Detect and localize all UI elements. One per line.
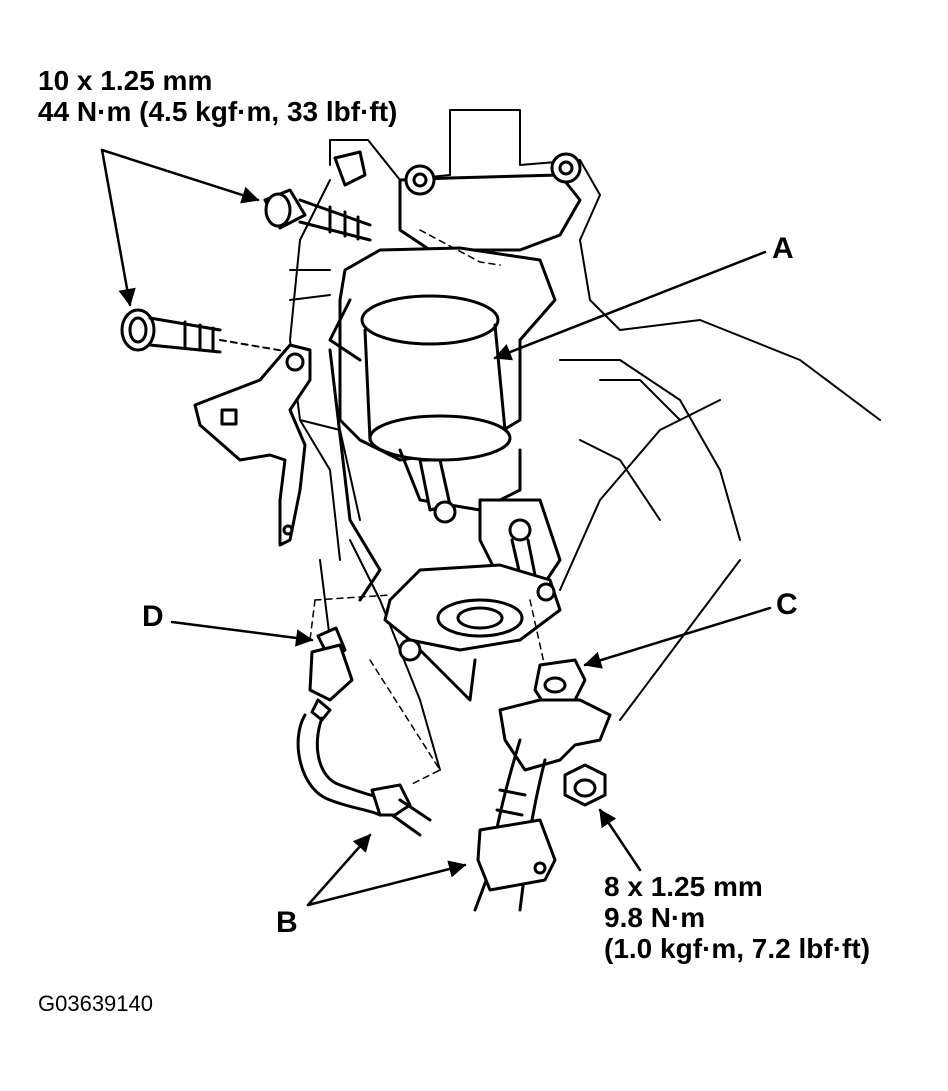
wire-harness (296, 626, 432, 837)
figure-id: G03639140 (38, 991, 153, 1016)
leader-d (170, 620, 314, 647)
upper-bolt-size: 10 x 1.25 mm (38, 65, 213, 96)
leader-nut (598, 808, 642, 872)
leader-b-cable (306, 860, 467, 907)
terminal-nut-size: 8 x 1.25 mm (604, 871, 763, 902)
terminal-nut (563, 763, 607, 807)
leader-c (583, 606, 772, 669)
callout-a: A (772, 232, 794, 265)
callout-c: C (776, 588, 798, 621)
callout-d: D (142, 600, 164, 633)
harness-bracket (193, 343, 312, 547)
upper-bolt-torque: 44 N·m (4.5 kgf·m, 33 lbf·ft) (38, 95, 398, 127)
terminal-nut-torque: 9.8 N·m (604, 901, 706, 933)
leader-lower-bolt (100, 148, 136, 307)
drive-end-housing (383, 563, 562, 702)
starter-motor-body (328, 246, 557, 602)
terminal-nut-torque-alt: (1.0 kgf·m, 7.2 lbf·ft) (604, 932, 871, 964)
leader-lines (100, 148, 772, 907)
upper-bolt-torque-spec: 10 x 1.25 mm 44 N·m (4.5 kgf·m, 33 lbf·f… (38, 65, 398, 128)
mounting-flange (333, 150, 582, 252)
battery-cable (473, 658, 612, 912)
engine-block-outline (289, 109, 881, 771)
callout-b: B (276, 906, 298, 939)
leader-b-clamp (306, 833, 372, 907)
leader-upper-bolt (100, 148, 260, 204)
leader-a (493, 250, 767, 361)
terminal-nut-torque-spec: 8 x 1.25 mm 9.8 N·m (1.0 kgf·m, 7.2 lbf·… (604, 871, 871, 964)
lower-mounting-bolt (120, 308, 291, 354)
upper-mounting-bolt (263, 188, 372, 242)
